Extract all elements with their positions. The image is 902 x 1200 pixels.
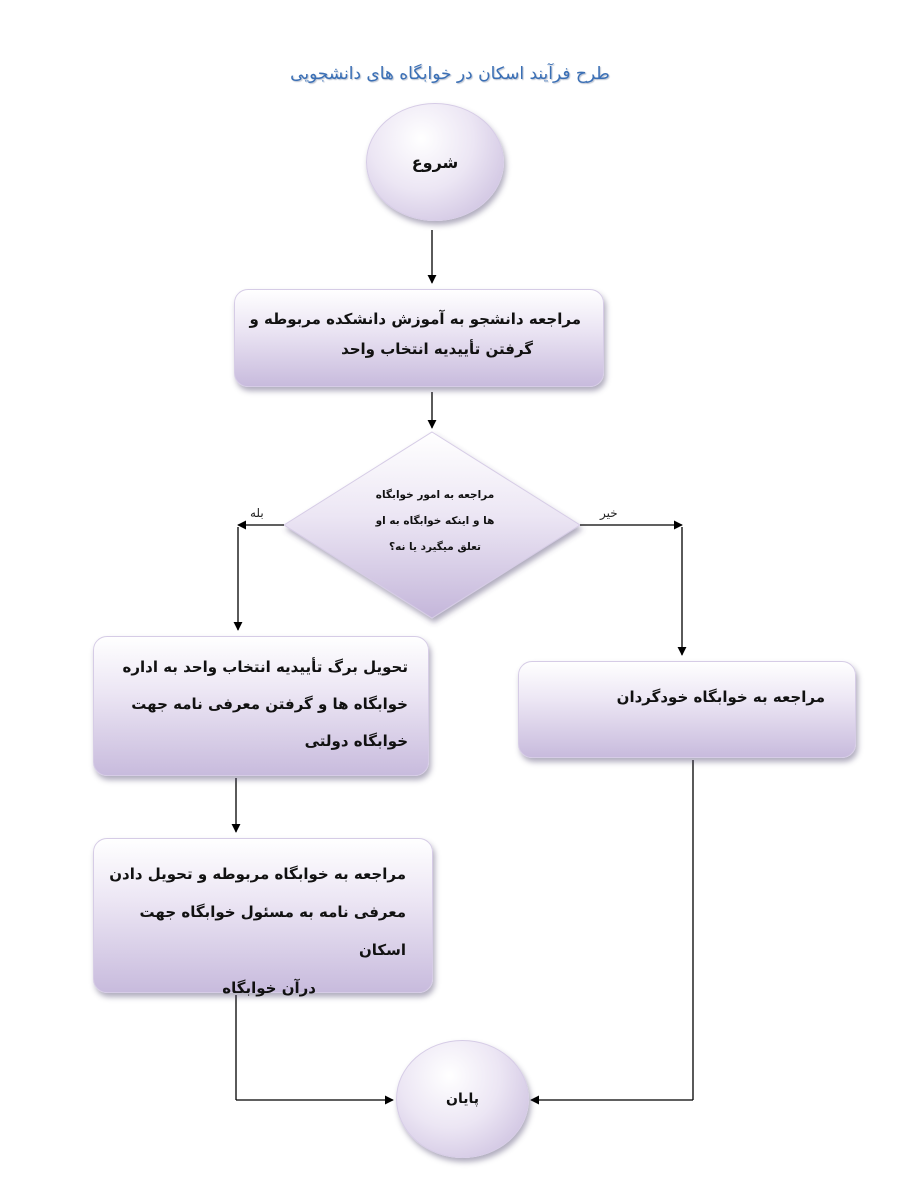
decision-line-3: تعلق میگیرد یا نه؟ [389, 541, 481, 553]
decision-line-1: مراجعه به امور خوابگاه [375, 489, 495, 501]
yes-step2-line-1: مراجعه به خوابگاه مربوطه و تحویل دادن [109, 865, 406, 883]
step-deliver-form: تحویل برگ تأییدیه انتخاب واحد به اداره خ… [93, 636, 429, 776]
end-node: پایان [396, 1040, 529, 1158]
decision-text: مراجعه به امور خوابگاه ها و اینکه خوابگا… [350, 482, 520, 560]
yes-step2-line-2: معرفی نامه به مسئول خوابگاه جهت اسکان [139, 903, 406, 959]
no-label: خیر [600, 506, 618, 520]
yes-step-line-3: خوابگاه دولتی [304, 732, 408, 750]
end-label: پایان [446, 1091, 479, 1107]
yes-step-line-1: تحویل برگ تأییدیه انتخاب واحد به اداره [122, 658, 409, 676]
decision-line-2: ها و اینکه خوابگاه به او [375, 515, 495, 527]
step-self-managed-dorm: مراجعه به خوابگاه خودگردان [518, 661, 856, 758]
diagram-title: طرح فرآیند اسکان در خوابگاه های دانشجویی [290, 64, 610, 84]
step1-line-2: گرفتن تأییدیه انتخاب واحد [341, 340, 533, 358]
yes-step-line-2: خوابگاه ها و گرفتن معرفی نامه جهت [131, 695, 408, 713]
step-go-to-dorm: مراجعه به خوابگاه مربوطه و تحویل دادن مع… [93, 838, 433, 997]
no-step-line: مراجعه به خوابگاه خودگردان [616, 688, 825, 706]
decision-diamond [283, 431, 581, 619]
step-consult-faculty: مراجعه دانشجو به آموزش دانشکده مربوطه و … [234, 289, 604, 387]
yes-step2-line-3: درآن خوابگاه [222, 979, 316, 997]
start-node: شروع [366, 103, 504, 221]
step1-line-1: مراجعه دانشجو به آموزش دانشکده مربوطه و [249, 310, 582, 328]
yes-label: بله [250, 506, 264, 520]
start-label: شروع [411, 152, 459, 172]
